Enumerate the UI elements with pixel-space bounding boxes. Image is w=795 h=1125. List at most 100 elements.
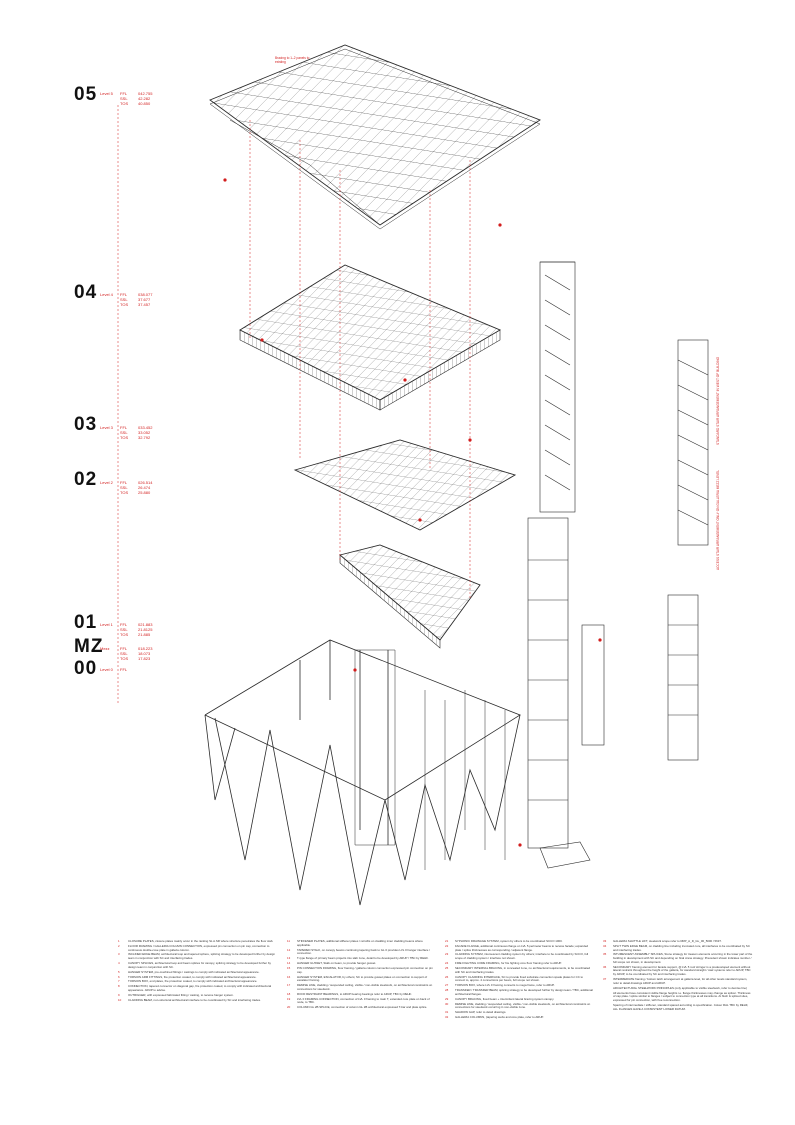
value-tos: 40.850 xyxy=(138,101,151,107)
note-number: 27 xyxy=(445,983,449,988)
tag-ssl: SSL xyxy=(120,96,128,102)
note-item: 33 GALLERIA SHUTTLE LIFT, steelwork scope… xyxy=(603,939,753,944)
note-text: SECONDARY framing element for facade sup… xyxy=(613,964,751,977)
note-number: 24 xyxy=(445,961,449,966)
note-number: 34 xyxy=(603,943,607,948)
level-3-floor-framing xyxy=(293,439,517,531)
level-name: Mezz xyxy=(100,646,110,651)
tag-ffl: FFL xyxy=(120,622,128,627)
tag-ffl: FFL xyxy=(120,91,128,96)
note-text: TORSION ARM FITTINGS, fire protection co… xyxy=(128,974,257,979)
note-text: GALLERIA SHUTTLE LIFT, steelwork scope r… xyxy=(613,939,722,943)
level-number: 03 xyxy=(74,414,98,435)
level-guides xyxy=(117,105,471,705)
note-number: 33 xyxy=(603,939,607,943)
note-text: CANOPY BRACING, fixed beam + intermitten… xyxy=(455,996,555,1001)
note-item: 13 T-type flange of primary beam projects… xyxy=(287,956,435,961)
note-text: ARCHITECTURAL STEELWORK PRINCIPLES (only… xyxy=(613,985,747,990)
stair-label-west: STANDARD STAIR ARRANGEMENT IN WEST OF BU… xyxy=(716,356,720,445)
value-ffl: 038.077 xyxy=(138,292,153,297)
value-ffl: 033.452 xyxy=(138,425,153,430)
note-item: Spacing of intermediate / stiffener, sta… xyxy=(603,1003,753,1011)
note-number: 17 xyxy=(287,983,291,988)
tag-tos: TOS xyxy=(120,656,129,662)
level-name: Level 5 xyxy=(100,91,113,96)
note-number: 29 xyxy=(445,996,449,1001)
note-text: SYPHONIC DRAINAGE SYSTEM, system by othe… xyxy=(455,939,563,943)
note-number: 22 xyxy=(445,943,449,948)
note-number: 13 xyxy=(287,956,291,961)
note-text: INTUMESCENT ASSEMBLY SPLICES, Stone stra… xyxy=(613,952,753,964)
level-number: 04 xyxy=(74,282,98,303)
value-tos: 32.792 xyxy=(138,435,151,441)
tag-ffl: FFL xyxy=(120,646,128,651)
mega-frame-base xyxy=(204,639,521,906)
note-item: ARCHITECTURAL STEELWORK PRINCIPLES (only… xyxy=(603,985,753,991)
note-text: TAPERED STALK, on canopy beams continuin… xyxy=(297,947,430,956)
level-name: Level 0 xyxy=(100,667,113,672)
level-2-floor-framing xyxy=(339,544,481,649)
notes-column-2: 11 STIFFENER PLATES, additional stiffener… xyxy=(287,939,435,1011)
note-text: GALLERIA COLUMNS, (tapering webs and cor… xyxy=(455,1015,544,1020)
note-number: 15 xyxy=(287,965,291,970)
level-5-roof-framing xyxy=(209,44,541,230)
note-number: 25 xyxy=(445,965,449,970)
value-ssl: 18.073 xyxy=(138,651,151,657)
top-callout-note: Bracing to 1–2 panels to existing xyxy=(275,56,310,64)
level-name: Level 2 xyxy=(100,480,113,485)
level-name: Level 1 xyxy=(100,622,113,627)
note-text: FLOOR FRAMING / GALLERIA COLUMN CONNECTI… xyxy=(128,943,270,952)
note-number: 9 xyxy=(118,992,120,997)
note-text: T-type flange of primary beam projects i… xyxy=(297,956,429,961)
note-number: 26 xyxy=(445,974,449,979)
value-ssl: 21.8125 xyxy=(138,627,153,633)
note-number: 6 xyxy=(118,974,120,979)
level-name: Level 3 xyxy=(100,425,113,430)
note-number: 8 xyxy=(118,984,120,989)
level-number: 02 xyxy=(74,469,98,490)
note-text: ROOF RESTRAINT BEARINGS, to ARUP bearing… xyxy=(297,991,412,996)
value-ssl: 42.282 xyxy=(138,96,151,102)
value-ssl: 37.677 xyxy=(138,297,151,303)
stair-core-tower xyxy=(539,261,576,513)
note-number: 5 xyxy=(118,969,120,974)
tag-tos: TOS xyxy=(120,302,129,308)
note-text: STIFFENER PLATES, additional stiffener p… xyxy=(297,939,423,947)
level-number: MZ xyxy=(74,636,104,657)
note-text: CANOPY CLADDING INTERFACE, SC to provide… xyxy=(455,974,583,983)
escalator-frame xyxy=(581,624,605,746)
note-number: 16 xyxy=(287,974,291,979)
tag-ssl: SSL xyxy=(120,651,128,657)
note-number: 11 xyxy=(287,939,291,943)
stair-label-mezz: ACCESS STAIR ARRANGEMENT ONLY ON GALLERI… xyxy=(716,469,720,570)
value-tos: 17.823 xyxy=(138,656,151,662)
note-number: 3 xyxy=(118,952,120,957)
note-text: FIRE FIGHTING CORE FRAMING, for fire fig… xyxy=(455,961,562,966)
level-number: 05 xyxy=(74,84,98,105)
tag-ssl: SSL xyxy=(120,627,128,633)
tag-ssl: SSL xyxy=(120,485,128,491)
note-number: 4 xyxy=(118,961,120,966)
note-text: OUTRIGGER, with expressed fabricated fit… xyxy=(128,992,234,997)
note-text: LVL 0 FRAMING CONNECTION, connection of … xyxy=(297,996,430,1005)
